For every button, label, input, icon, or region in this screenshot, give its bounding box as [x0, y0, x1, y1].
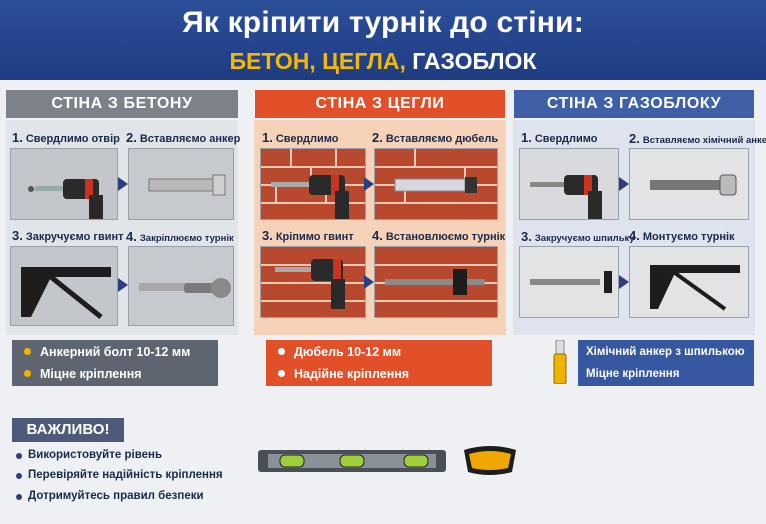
- chemical-anchor-icon: [552, 339, 568, 385]
- step-label: 4.Закріплюємо турнік: [126, 229, 234, 244]
- step-label: 2.Вставляємо анкер: [126, 130, 241, 145]
- bullet-icon: [278, 370, 285, 377]
- tip-item: Дотримуйтесь правил безпеки: [16, 490, 204, 502]
- step-label: 2.Вставляємо дюбель: [372, 130, 499, 145]
- bullet-icon: [278, 348, 285, 355]
- bullet-icon: [16, 473, 22, 479]
- photo-gas-bar: [629, 246, 749, 318]
- step-label: 4.Монтуємо турнік: [629, 228, 735, 243]
- header: Як кріпити турнік до стіни: БЕТОН, ЦЕГЛА…: [0, 0, 766, 80]
- section-title-concrete: СТІНА З БЕТОНУ: [6, 90, 238, 118]
- step-label: 3.Закручуємо шпильку: [521, 229, 635, 244]
- drill-icon: [261, 247, 365, 317]
- step-label: 1.Свердлимо: [262, 130, 339, 145]
- feature-concrete-strong: Міцне кріплення: [12, 362, 218, 386]
- photo-gas-drill: [519, 148, 619, 220]
- important-title: ВАЖЛИВО!: [12, 418, 124, 442]
- safety-goggles-icon: [460, 442, 520, 478]
- arrow-icon: [364, 177, 374, 191]
- photo-concrete-wrench: [128, 246, 234, 326]
- photo-concrete-anchor: [128, 148, 234, 220]
- tip-item: Перевіряйте надійність кріплення: [16, 469, 223, 481]
- bracket-icon: [630, 247, 748, 317]
- step-label: 3.Закручуємо гвинт: [12, 228, 124, 243]
- bullet-icon: [16, 453, 22, 459]
- dowel-icon: [375, 149, 497, 219]
- photo-concrete-drill: [10, 148, 118, 220]
- spirit-level-icon: [258, 446, 446, 476]
- subtitle-materials: БЕТОН, ЦЕГЛА,: [229, 48, 413, 74]
- bullet-icon: [24, 370, 31, 377]
- drill-icon: [520, 149, 618, 219]
- chemical-anchor-icon: [520, 247, 618, 317]
- bullet-icon: [24, 348, 31, 355]
- feature-gas-anchor: Хімічний анкер з шпилькою: [578, 340, 754, 364]
- drill-icon: [261, 149, 365, 219]
- photo-gas-stud: [519, 246, 619, 318]
- section-title-gasblock: СТІНА З ГАЗОБЛОКУ: [514, 90, 754, 118]
- panel-brick: 1.Свердлимо 2.Вставляємо дюбель: [254, 120, 506, 335]
- panel-concrete: 1.Свердлимо отвір 2.Вставляємо анкер 3.З…: [6, 120, 241, 335]
- photo-gas-anchor: [629, 148, 749, 220]
- arrow-icon: [364, 275, 374, 289]
- page-subtitle: БЕТОН, ЦЕГЛА, ГАЗОБЛОК: [0, 48, 766, 75]
- photo-brick-dowel: [374, 148, 498, 220]
- feature-brick-dowel: Дюбель 10-12 мм: [266, 340, 492, 364]
- anchor-bolt-icon: [129, 149, 233, 219]
- section-title-brick: СТІНА З ЦЕГЛИ: [255, 90, 505, 118]
- photo-brick-bar: [374, 246, 498, 318]
- tip-item: Використовуйте рівень: [16, 449, 162, 461]
- arrow-icon: [619, 275, 629, 289]
- panel-gasblock: 1.Свердлимо 2.Вставляємо хімічний анкер …: [513, 120, 766, 335]
- photo-concrete-bracket: [10, 246, 118, 326]
- page-title: Як кріпити турнік до стіни:: [182, 6, 584, 39]
- drill-icon: [11, 149, 117, 219]
- bracket-icon: [375, 247, 497, 317]
- chemical-anchor-icon: [630, 149, 748, 219]
- feature-gas-strong: Міцне кріплення: [578, 362, 754, 386]
- arrow-icon: [619, 177, 629, 191]
- bracket-icon: [11, 247, 117, 325]
- step-label: 1.Свердлимо отвір: [12, 130, 120, 145]
- photo-brick-drill: [260, 148, 366, 220]
- bullet-icon: [16, 494, 22, 500]
- photo-brick-screw: [260, 246, 366, 318]
- feature-brick-reliable: Надійне кріплення: [266, 362, 492, 386]
- subtitle-gasblock: ГАЗОБЛОК: [412, 48, 537, 74]
- step-label: 3.Кріпимо гвинт: [262, 228, 354, 243]
- wrench-icon: [129, 247, 233, 325]
- arrow-icon: [118, 177, 128, 191]
- step-label: 4.Встановлюємо турнік: [372, 228, 506, 243]
- step-label: 1.Свердлимо: [521, 130, 598, 145]
- arrow-icon: [118, 278, 128, 292]
- step-label: 2.Вставляємо хімічний анкер: [629, 131, 766, 146]
- feature-concrete-bolt: Анкерний болт 10-12 мм: [12, 340, 218, 364]
